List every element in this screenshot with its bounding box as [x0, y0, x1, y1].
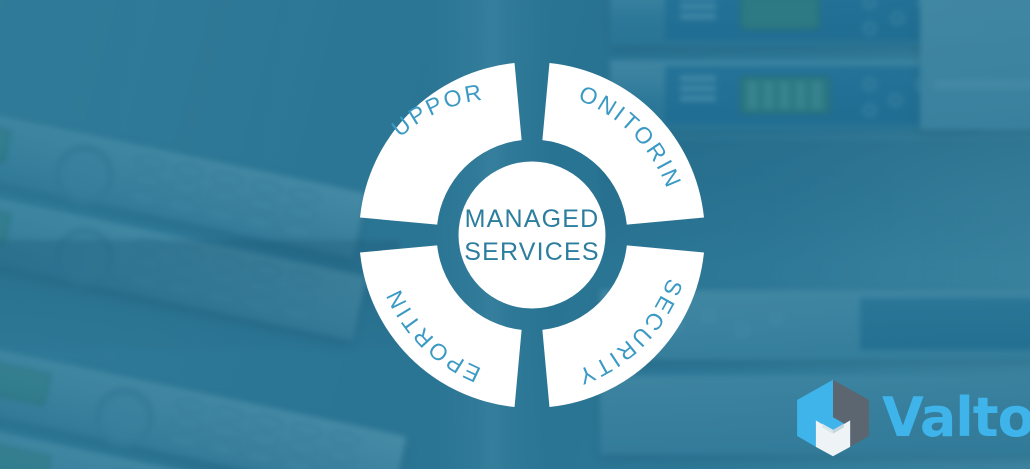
managed-services-wheel: SUPPORT MONITORING SECURITY	[338, 41, 726, 429]
hub-label-line2: SERVICES	[464, 238, 600, 266]
valto-wordmark: Valto	[882, 386, 1030, 449]
isometric-cube-icon	[797, 379, 869, 457]
hub-label-line1: MANAGED	[465, 205, 600, 233]
valto-logo[interactable]: Valto	[794, 378, 1030, 458]
wheel-hub: MANAGED SERVICES	[458, 161, 606, 309]
